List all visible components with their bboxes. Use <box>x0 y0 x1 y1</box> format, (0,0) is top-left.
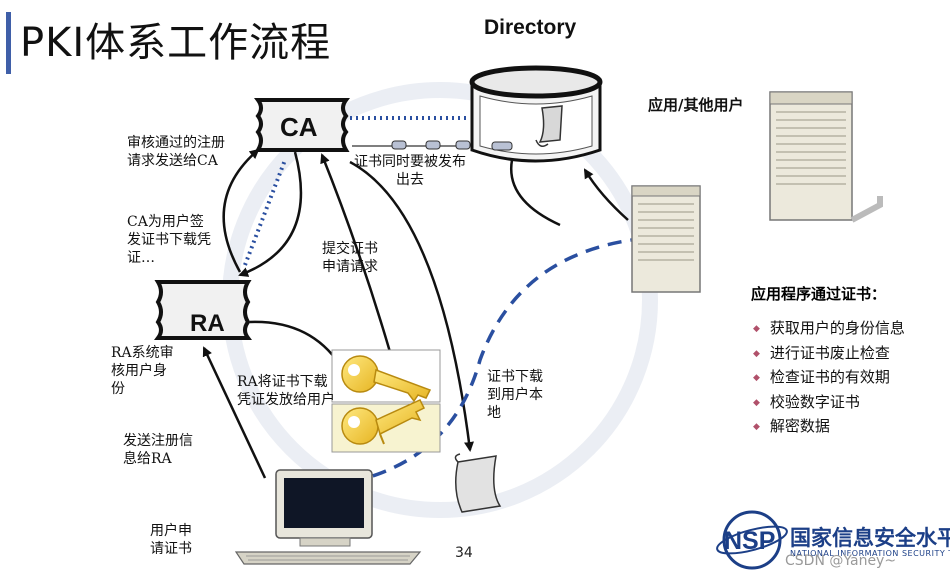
logo-name: 国家信息安全水平 <box>790 525 950 550</box>
list-item: 解密数据 <box>753 416 905 441</box>
submit-request-arrow <box>320 153 392 353</box>
nsp-logo-mark: NSP <box>716 510 788 570</box>
list-item: 获取用户的身份信息 <box>753 318 905 343</box>
list-item: 进行证书废止检查 <box>753 343 905 368</box>
logo-mark-text: NSP <box>724 527 775 555</box>
ca-ra-dotted-link <box>243 159 287 266</box>
apps-heading: 应用程序通过证书： <box>751 285 887 303</box>
csdn-watermark: CSDN @Yaney~ <box>785 553 897 569</box>
key-icon <box>331 349 441 403</box>
ra-to-ca-arrow <box>222 148 260 273</box>
list-item: 检查证书的有效期 <box>753 367 905 392</box>
certificate-scroll-icon <box>454 453 502 513</box>
user-computer-icon <box>234 469 422 565</box>
cert-download-arrow <box>349 160 474 452</box>
ra-node <box>154 280 252 340</box>
server-to-directory-arrow <box>583 168 629 221</box>
ca-label: CA <box>280 112 318 142</box>
publish-label: 证书同时要被发布 出去 <box>354 154 466 188</box>
certificate-chain-icon <box>352 140 471 150</box>
certificate-connector-icon <box>491 141 513 151</box>
page-title: PKI体系工作流程 <box>20 20 332 66</box>
ra-send-label: RA将证书下载 凭证发放给用户 <box>237 374 335 408</box>
ca-to-ra-arrow <box>238 151 303 277</box>
secure-channel-dashed-arc <box>327 232 651 488</box>
send-registration-label: 发送注册信 息给RA <box>123 433 193 467</box>
page-number: 34 <box>455 545 473 561</box>
ca-to-ra-label: CA为用户签 发证书下载凭 证… <box>127 214 211 266</box>
ca-node <box>254 98 350 152</box>
ra-label: RA <box>190 310 225 337</box>
directory-cylinder <box>469 65 603 163</box>
user-server-icon <box>631 185 701 293</box>
logo-subtitle: NATIONAL INFORMATION SECURITY TEST <box>790 549 950 558</box>
directory-to-server-arrow <box>509 159 561 227</box>
ra-to-user-arrow <box>249 320 342 367</box>
title-accent-bar <box>6 12 11 74</box>
app-users-label: 应用/其他用户 <box>648 96 744 114</box>
ra-to-ca-label: 审核通过的注册 请求发送给CA <box>127 135 225 169</box>
submit-request-label: 提交证书 申请请求 <box>322 241 378 275</box>
user-to-ra-arrow <box>202 346 267 479</box>
application-server-icon <box>769 91 883 223</box>
ra-review-label: RA系统审 核用户身 份 <box>111 345 174 397</box>
list-item: 校验数字证书 <box>753 392 905 417</box>
user-apply-label: 用户申 请证书 <box>150 523 192 557</box>
scroll-icon <box>535 105 563 147</box>
apps-list: 获取用户的身份信息 进行证书废止检查 检查证书的有效期 校验数字证书 解密数据 <box>753 318 905 441</box>
directory-label: Directory <box>484 16 577 39</box>
download-label: 证书下载 到用户本 地 <box>487 369 543 421</box>
key-icon <box>331 399 441 453</box>
